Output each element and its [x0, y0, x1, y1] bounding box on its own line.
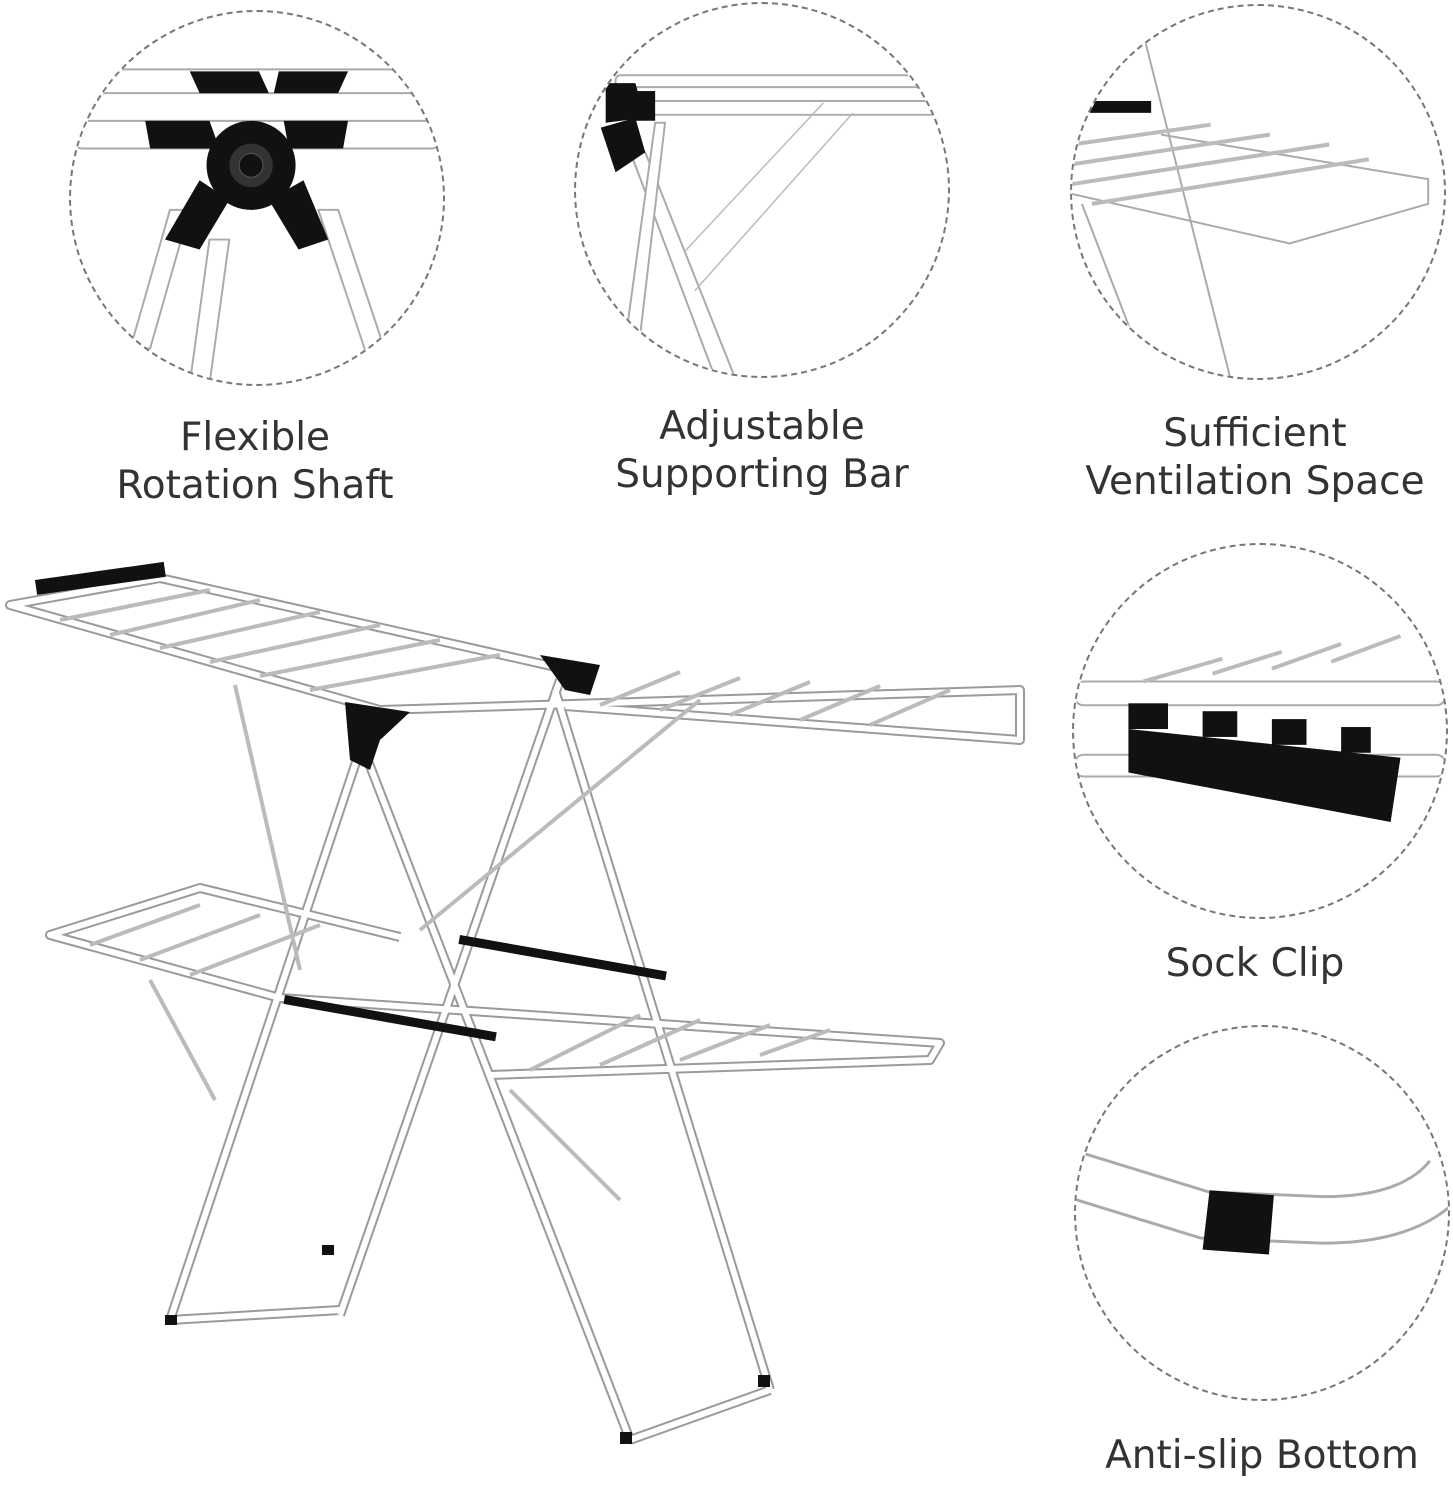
feature-label-line2: Supporting Bar	[615, 452, 909, 497]
feature-label-supporting-bar: Adjustable Supporting Bar	[552, 403, 972, 499]
rotation-shaft-detail-image	[69, 10, 445, 386]
drying-rack-image	[5, 561, 1025, 1445]
feature-label-rotation-shaft: Flexible Rotation Shaft	[45, 414, 465, 510]
feature-label-line1: Adjustable	[659, 404, 865, 449]
feature-label-line1: Anti-slip Bottom	[1105, 1433, 1419, 1478]
feature-label-line2: Ventilation Space	[1085, 459, 1425, 504]
ventilation-space-detail-image	[1070, 4, 1446, 380]
feature-label-ventilation: Sufficient Ventilation Space	[1045, 410, 1453, 506]
supporting-bar-detail-image	[574, 2, 950, 378]
anti-slip-bottom-detail-image	[1074, 1025, 1450, 1401]
feature-label-anti-slip: Anti-slip Bottom	[1052, 1432, 1453, 1480]
feature-label-line1: Sufficient	[1163, 411, 1347, 456]
sock-clip-detail-image	[1072, 543, 1448, 919]
feature-label-line2: Rotation Shaft	[116, 463, 394, 508]
feature-label-line1: Sock Clip	[1165, 941, 1345, 986]
feature-label-line1: Flexible	[179, 415, 331, 460]
feature-label-sock-clip: Sock Clip	[1045, 940, 1453, 988]
